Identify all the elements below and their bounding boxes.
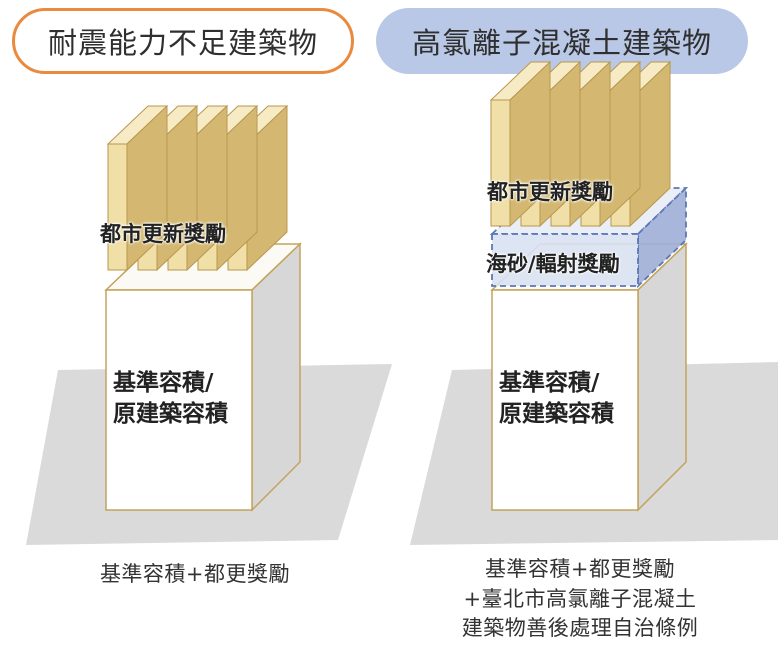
left-base-label-line1: 基準容積/ (113, 370, 214, 396)
right-bonus-slabs (489, 60, 672, 228)
left-category-header: 耐震能力不足建築物 (12, 8, 354, 74)
left-base-label-line2: 原建築容積 (113, 401, 228, 427)
right-caption-line2: +臺北市高氯離子混凝土 (463, 587, 697, 611)
right-slab-1 (489, 60, 552, 228)
left-bonus-label: 都市更新獎勵 (100, 222, 226, 246)
right-base-label-line2: 原建築容積 (499, 401, 614, 427)
right-caption-line1: 基準容積+都更獎勵 (484, 557, 676, 581)
right-caption-line3: 建築物善後處理自治條例 (461, 616, 699, 640)
right-seasand-label: 海砂/輻射獎勵 (486, 252, 620, 276)
right-base-label-line1: 基準容積/ (499, 370, 600, 396)
left-bonus-slabs (106, 104, 289, 272)
left-caption: 基準容積+都更獎勵 (99, 562, 291, 586)
right-bonus-label: 都市更新獎勵 (487, 180, 613, 204)
left-slab-1 (106, 104, 169, 272)
